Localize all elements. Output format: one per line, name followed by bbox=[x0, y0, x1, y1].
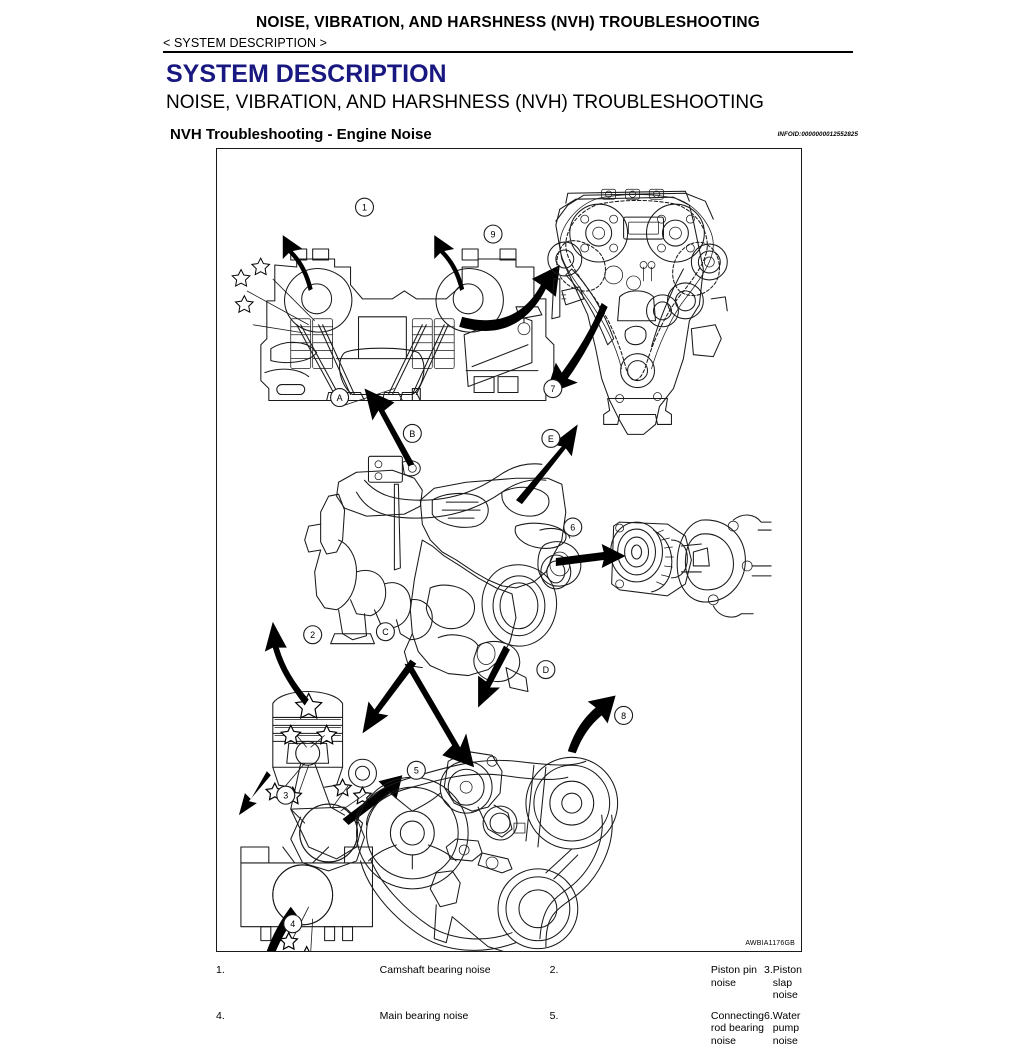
svg-text:7: 7 bbox=[550, 384, 555, 394]
callout-d: D bbox=[536, 660, 556, 680]
page-header: NOISE, VIBRATION, AND HARSHNESS (NVH) TR… bbox=[163, 14, 853, 54]
figure-legend: 1. Camshaft bearing noise 2. Piston pin … bbox=[216, 962, 802, 1054]
drive-belt-pulley-illustration bbox=[348, 663, 619, 951]
svg-text:2: 2 bbox=[310, 630, 315, 640]
callout-7: 7 bbox=[543, 379, 563, 399]
callout-c: C bbox=[375, 622, 395, 642]
svg-text:D: D bbox=[543, 665, 550, 675]
legend-number: 3. bbox=[764, 964, 773, 976]
callout-8: 8 bbox=[614, 705, 634, 725]
callout-5: 5 bbox=[406, 760, 426, 780]
svg-text:5: 5 bbox=[414, 766, 419, 776]
legend-label: Main bearing noise bbox=[379, 1009, 469, 1022]
svg-text:A: A bbox=[337, 393, 343, 403]
svg-text:8: 8 bbox=[621, 711, 626, 721]
section-breadcrumb: < SYSTEM DESCRIPTION > bbox=[163, 36, 328, 51]
piston-connecting-rod-illustration bbox=[238, 621, 403, 951]
legend-label: Connecting rod bearing noise bbox=[710, 1009, 765, 1047]
subsection-heading: NVH Troubleshooting - Engine Noise bbox=[170, 126, 432, 143]
section-heading: NOISE, VIBRATION, AND HARSHNESS (NVH) TR… bbox=[166, 92, 764, 113]
svg-text:C: C bbox=[382, 627, 389, 637]
callout-3: 3 bbox=[276, 785, 296, 805]
svg-text:9: 9 bbox=[491, 230, 496, 240]
callout-4: 4 bbox=[283, 914, 303, 934]
legend-label: Camshaft bearing noise bbox=[379, 964, 491, 976]
svg-text:B: B bbox=[409, 429, 415, 439]
header-rule-divider bbox=[163, 51, 853, 54]
engine-assembly-illustration bbox=[304, 455, 582, 693]
svg-text:E: E bbox=[548, 434, 554, 444]
legend-number: 1. bbox=[216, 964, 225, 976]
infoid-label: INFOID:0000000012552825 bbox=[777, 131, 858, 138]
cylinder-head-cross-section-illustration bbox=[231, 235, 560, 407]
callout-markers: 1 9 7 A B E 6 C D 2 3 5 4 8 bbox=[276, 197, 634, 934]
engine-nvh-diagram: .ln { fill:none; stroke:#1a1a1a; stroke-… bbox=[231, 188, 772, 951]
relationship-arrows bbox=[362, 388, 626, 734]
callout-9: 9 bbox=[483, 224, 503, 244]
water-pump-illustration bbox=[610, 514, 772, 618]
callout-6: 6 bbox=[563, 517, 583, 537]
page-title: SYSTEM DESCRIPTION bbox=[166, 60, 447, 88]
callout-1: 1 bbox=[354, 197, 375, 217]
legend-table: 1. Camshaft bearing noise 2. Piston pin … bbox=[216, 962, 802, 1054]
legend-number: 6. bbox=[764, 1009, 773, 1022]
figure-id-label: AWBIA1176GB bbox=[745, 940, 795, 947]
legend-label: Water pump noise bbox=[772, 1009, 801, 1047]
timing-chain-assembly-illustration bbox=[545, 188, 728, 435]
legend-number: 5. bbox=[549, 1009, 559, 1022]
callout-b: B bbox=[402, 423, 422, 443]
callout-a: A bbox=[330, 388, 350, 408]
legend-row: 1. Camshaft bearing noise 2. Piston pin … bbox=[216, 962, 802, 1008]
running-header-title: NOISE, VIBRATION, AND HARSHNESS (NVH) TR… bbox=[255, 14, 761, 31]
callout-e: E bbox=[541, 428, 561, 448]
legend-number: 2. bbox=[549, 964, 559, 976]
svg-text:1: 1 bbox=[362, 203, 367, 213]
figure-frame: .ln { fill:none; stroke:#1a1a1a; stroke-… bbox=[216, 148, 802, 952]
callout-2: 2 bbox=[303, 625, 323, 645]
legend-label: Piston pin noise bbox=[710, 964, 758, 989]
legend-label: Piston slap noise bbox=[772, 964, 802, 1002]
svg-text:6: 6 bbox=[570, 523, 575, 533]
legend-row: 4. Main bearing noise 5. Connecting rod … bbox=[216, 1008, 802, 1054]
svg-text:4: 4 bbox=[290, 919, 295, 929]
svg-text:3: 3 bbox=[283, 791, 288, 801]
legend-number: 4. bbox=[216, 1009, 225, 1022]
